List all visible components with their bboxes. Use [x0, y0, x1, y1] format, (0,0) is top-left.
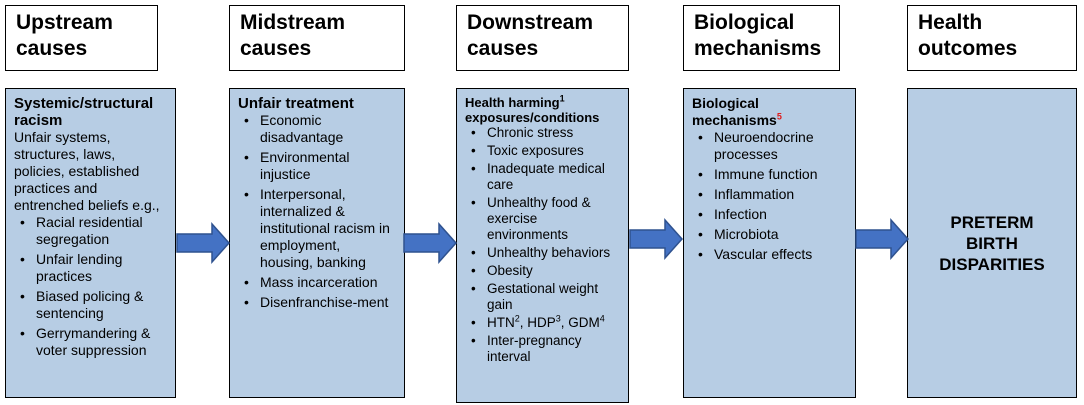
- header-downstream-line1: Downstream: [467, 11, 594, 34]
- hdp-text: , HDP: [519, 315, 556, 330]
- outcome-line: PRETERM: [950, 212, 1034, 232]
- gdm-text: , GDM: [560, 315, 600, 330]
- list-item: Inflammation: [698, 186, 847, 203]
- footnote-marker: 1: [559, 93, 565, 104]
- midstream-box: Unfair treatment Economic disadvantage E…: [229, 88, 405, 398]
- upstream-box: Systemic/structural racism Unfair system…: [5, 88, 176, 398]
- list-item: Unfair lending practices: [20, 251, 167, 285]
- outcome-box: PRETERM BIRTH DISPARITIES: [907, 88, 1077, 398]
- right-arrow-icon: [629, 218, 684, 260]
- footnote-marker: 5: [776, 111, 782, 122]
- biological-title: Biological mechanisms5: [692, 95, 847, 129]
- header-outcomes-line2: outcomes: [918, 37, 1018, 60]
- list-item: Vascular effects: [698, 246, 847, 263]
- list-item: Gerrymandering & voter suppression: [20, 325, 167, 359]
- list-item: Neuroendocrine processes: [698, 129, 847, 163]
- list-item: Inter-pregnancy interval: [471, 333, 620, 365]
- right-arrow-icon: [403, 222, 458, 264]
- htn-text: HTN: [487, 315, 515, 330]
- upstream-list: Racial residential segregation Unfair le…: [14, 214, 167, 359]
- header-biological-line2: mechanisms: [694, 37, 822, 60]
- header-upstream: Upstream causes: [5, 5, 158, 71]
- biological-list: Neuroendocrine processes Immune function…: [692, 129, 847, 263]
- list-item: Interpersonal, internalized & institutio…: [244, 186, 396, 271]
- downstream-title-text: Health harming: [465, 95, 560, 110]
- header-downstream: Downstream causes: [456, 5, 629, 71]
- outcome-line: BIRTH: [966, 233, 1018, 253]
- midstream-list: Economic disadvantage Environmental inju…: [238, 112, 396, 311]
- biological-title-text: Biological mechanisms: [692, 95, 777, 128]
- header-midstream-line1: Midstream: [240, 11, 346, 34]
- list-item: Disenfranchise-ment: [244, 294, 396, 311]
- footnote-marker: 4: [599, 313, 605, 324]
- upstream-description: Unfair systems, structures, laws, polici…: [14, 129, 160, 213]
- list-item: Gestational weight gain: [471, 281, 620, 313]
- list-item: Unhealthy food & exercise environments: [471, 195, 620, 243]
- list-item: Chronic stress: [471, 125, 620, 141]
- list-item: Mass incarceration: [244, 274, 396, 291]
- midstream-title: Unfair treatment: [238, 95, 354, 112]
- header-biological: Biological mechanisms: [683, 5, 840, 71]
- list-item-htn: HTN2, HDP3, GDM4: [471, 313, 620, 331]
- header-outcomes: Health outcomes: [907, 5, 1077, 71]
- header-midstream-line2: causes: [240, 37, 312, 60]
- list-item: Microbiota: [698, 226, 847, 243]
- downstream-list: Chronic stress Toxic exposures Inadequat…: [465, 125, 620, 365]
- header-upstream-line2: causes: [16, 37, 88, 60]
- list-item: Environmental injustice: [244, 149, 396, 183]
- list-item: Immune function: [698, 166, 847, 183]
- list-item: Infection: [698, 206, 847, 223]
- header-upstream-line1: Upstream: [16, 11, 113, 34]
- header-biological-line1: Biological: [694, 11, 795, 34]
- list-item: Biased policing & sentencing: [20, 288, 167, 322]
- downstream-title: Health harming1 exposures/conditions: [465, 93, 620, 125]
- list-item: Obesity: [471, 263, 620, 279]
- upstream-title: Systemic/structural racism: [14, 95, 154, 129]
- footnote-marker: 3: [555, 313, 561, 324]
- header-downstream-line2: causes: [467, 37, 539, 60]
- list-item: Racial residential segregation: [20, 214, 167, 248]
- downstream-title-line2: exposures/conditions: [465, 110, 600, 125]
- outcome-text: PRETERM BIRTH DISPARITIES: [939, 212, 1044, 275]
- list-item: Inadequate medical care: [471, 161, 620, 193]
- list-item: Economic disadvantage: [244, 112, 396, 146]
- right-arrow-icon: [176, 222, 231, 264]
- biological-box: Biological mechanisms5 Neuroendocrine pr…: [683, 88, 856, 398]
- list-item: Unhealthy behaviors: [471, 245, 620, 261]
- list-item: Toxic exposures: [471, 143, 620, 159]
- outcome-line: DISPARITIES: [939, 254, 1045, 274]
- header-outcomes-line1: Health: [918, 11, 983, 34]
- footnote-marker: 2: [514, 313, 520, 324]
- header-midstream: Midstream causes: [229, 5, 405, 71]
- right-arrow-icon: [855, 218, 910, 260]
- downstream-box: Health harming1 exposures/conditions Chr…: [456, 88, 629, 403]
